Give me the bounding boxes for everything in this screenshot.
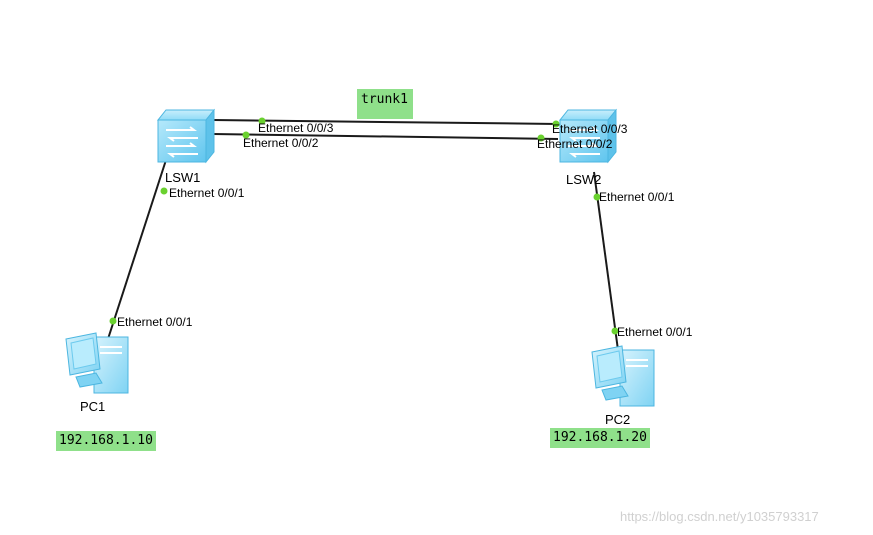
link-trunk-e002 <box>212 133 559 140</box>
port-label-lsw2-e003: Ethernet 0/0/3 <box>552 122 628 136</box>
ip-label-pc2: 192.168.1.20 <box>550 428 650 448</box>
link-lsw1-pc1 <box>106 159 167 343</box>
pc-icon[interactable] <box>591 345 655 407</box>
port-label-lsw2-e001: Ethernet 0/0/1 <box>599 190 675 204</box>
port-dot <box>242 131 250 139</box>
port-dot <box>160 187 168 195</box>
device-name-lsw1: LSW1 <box>165 170 201 185</box>
link-lsw2-pc2 <box>593 171 619 351</box>
device-name-pc2: PC2 <box>605 412 631 427</box>
port-label-pc1-e001: Ethernet 0/0/1 <box>117 315 193 329</box>
port-dot <box>593 193 601 201</box>
device-name-pc1: PC1 <box>80 399 106 414</box>
port-label-lsw2-e002: Ethernet 0/0/2 <box>537 137 613 151</box>
port-dot <box>611 327 619 335</box>
trunk-label: trunk1 <box>357 89 413 119</box>
pc-icon[interactable] <box>65 332 129 394</box>
switch-icon[interactable] <box>156 108 216 164</box>
port-label-lsw1-e002: Ethernet 0/0/2 <box>243 136 319 150</box>
link-trunk-e003 <box>212 119 559 125</box>
port-label-lsw1-e003: Ethernet 0/0/3 <box>258 121 334 135</box>
device-name-lsw2: LSW2 <box>566 172 602 187</box>
port-label-pc2-e001: Ethernet 0/0/1 <box>617 325 693 339</box>
switch-icon[interactable] <box>558 108 618 164</box>
port-dot <box>552 120 560 128</box>
watermark: https://blog.csdn.net/y1035793317 <box>620 509 819 524</box>
port-dot <box>109 317 117 325</box>
port-dot <box>537 134 545 142</box>
ip-label-pc1: 192.168.1.10 <box>56 431 156 451</box>
port-label-lsw1-e001: Ethernet 0/0/1 <box>169 186 245 200</box>
port-dot <box>258 117 266 125</box>
